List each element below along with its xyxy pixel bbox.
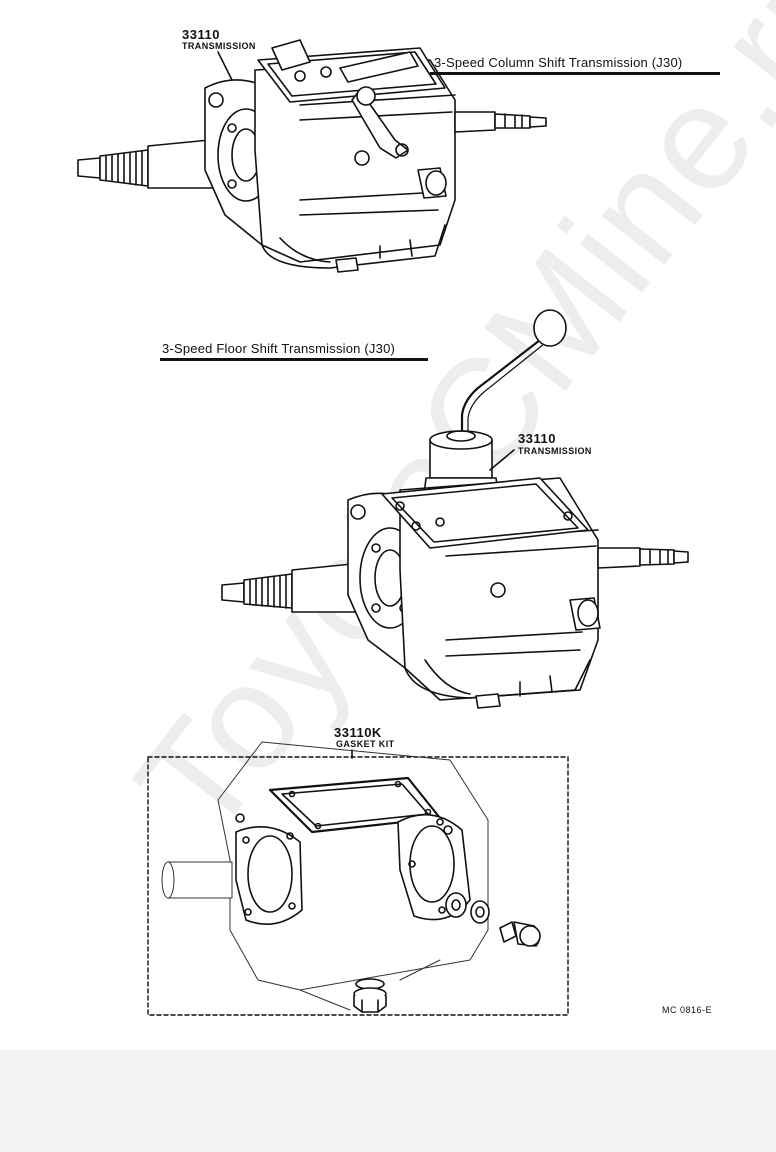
gasket-kit-illustration	[147, 741, 569, 1016]
footer-band	[0, 1050, 776, 1152]
part-number-33110-top: 33110	[182, 27, 220, 42]
part-number-33110k: 33110K	[334, 725, 382, 740]
part-name-transmission-top: TRANSMISSION	[182, 41, 256, 51]
floor-shift-title-underline	[160, 358, 428, 361]
part-name-transmission-floor: TRANSMISSION	[518, 446, 592, 456]
part-number-33110-floor: 33110	[518, 431, 556, 446]
column-shift-transmission-illustration	[77, 39, 547, 273]
column-shift-title-underline	[430, 72, 720, 75]
diagram-drawing	[77, 39, 689, 1016]
part-name-gasket-kit: GASKET KIT	[336, 739, 395, 749]
floor-shift-title: 3-Speed Floor Shift Transmission (J30)	[162, 341, 396, 356]
floor-shift-transmission-illustration	[221, 309, 689, 709]
column-shift-title: 3-Speed Column Shift Transmission (J30)	[434, 55, 683, 70]
figure-code: MC 0816-E	[662, 1005, 713, 1015]
